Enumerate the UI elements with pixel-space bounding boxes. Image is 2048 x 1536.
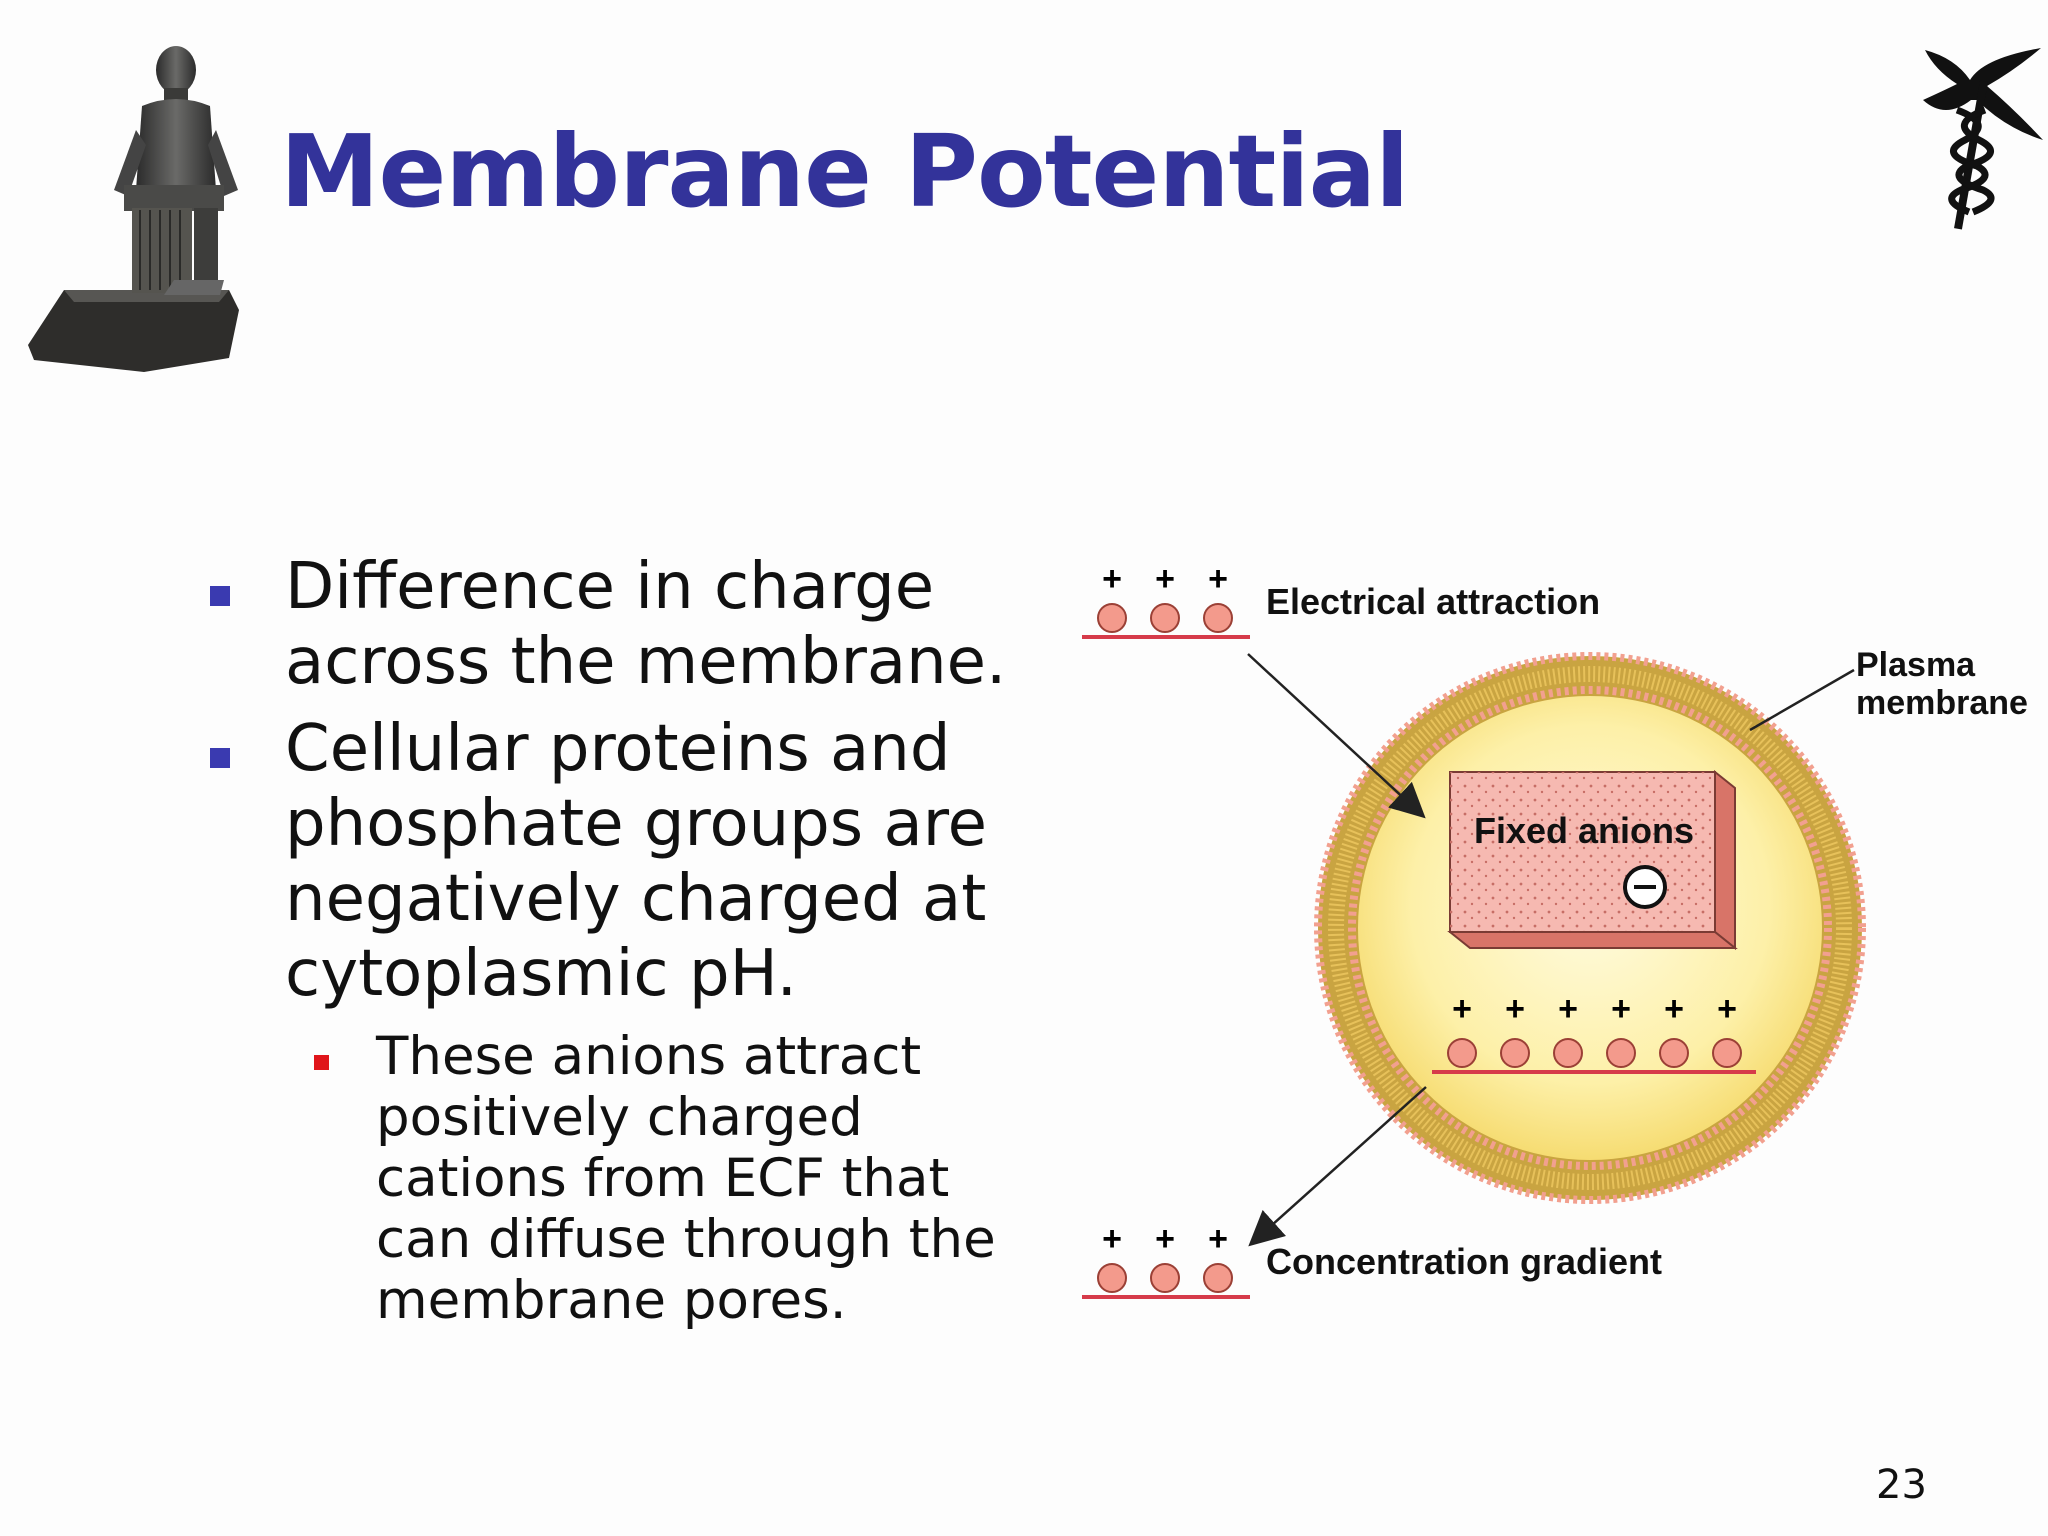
svg-text:+: + <box>1558 990 1578 1028</box>
svg-text:+: + <box>1155 560 1175 598</box>
svg-text:+: + <box>1155 1220 1175 1258</box>
concentration-gradient-label: Concentration gradient <box>1266 1241 1662 1282</box>
plasma-membrane-label-line1: Plasma <box>1856 646 1976 684</box>
svg-text:+: + <box>1505 990 1525 1028</box>
svg-text:+: + <box>1611 990 1631 1028</box>
page-number: 23 <box>1876 1462 1927 1508</box>
slide-title: Membrane Potential <box>280 113 1409 230</box>
svg-text:+: + <box>1102 560 1122 598</box>
fixed-anions-label: Fixed anions <box>1474 810 1694 851</box>
svg-text:+: + <box>1717 990 1737 1028</box>
electrical-attraction-label: Electrical attraction <box>1266 581 1600 622</box>
svg-text:+: + <box>1208 1220 1228 1258</box>
ion-group-electrical: + + + <box>1082 560 1250 639</box>
seated-scribe-statue-icon <box>28 46 239 372</box>
sub-bullet-marker <box>314 1055 329 1070</box>
bullet-item: Difference in charge across the membrane… <box>210 550 1050 700</box>
svg-text:+: + <box>1664 990 1684 1028</box>
electrical-arrow <box>1247 653 1426 819</box>
bullet-list: Difference in charge across the membrane… <box>210 550 1050 1024</box>
svg-text:+: + <box>1208 560 1228 598</box>
concentration-arrow <box>1248 1086 1427 1247</box>
ion-group-interior: + + + + + + <box>1432 990 1756 1074</box>
sub-bullet-list: These anions attract positively charged … <box>290 1026 1050 1331</box>
svg-text:+: + <box>1452 990 1472 1028</box>
sub-bullet-item: These anions attract positively charged … <box>376 1026 996 1331</box>
bullet-item: Cellular proteins and phosphate groups a… <box>210 712 1050 1012</box>
svg-text:+: + <box>1102 1220 1122 1258</box>
membrane-potential-figure: Fixed anions + + + Electrical attraction… <box>1082 560 2028 1299</box>
plasma-membrane-label-line2: membrane <box>1856 684 2028 722</box>
fixed-anions-block: Fixed anions <box>1447 769 1738 951</box>
ion-group-concentration: + + + <box>1082 1220 1250 1299</box>
bullet-item-text: Cellular proteins and phosphate groups a… <box>285 712 987 1011</box>
caduceus-icon <box>1923 48 2043 230</box>
